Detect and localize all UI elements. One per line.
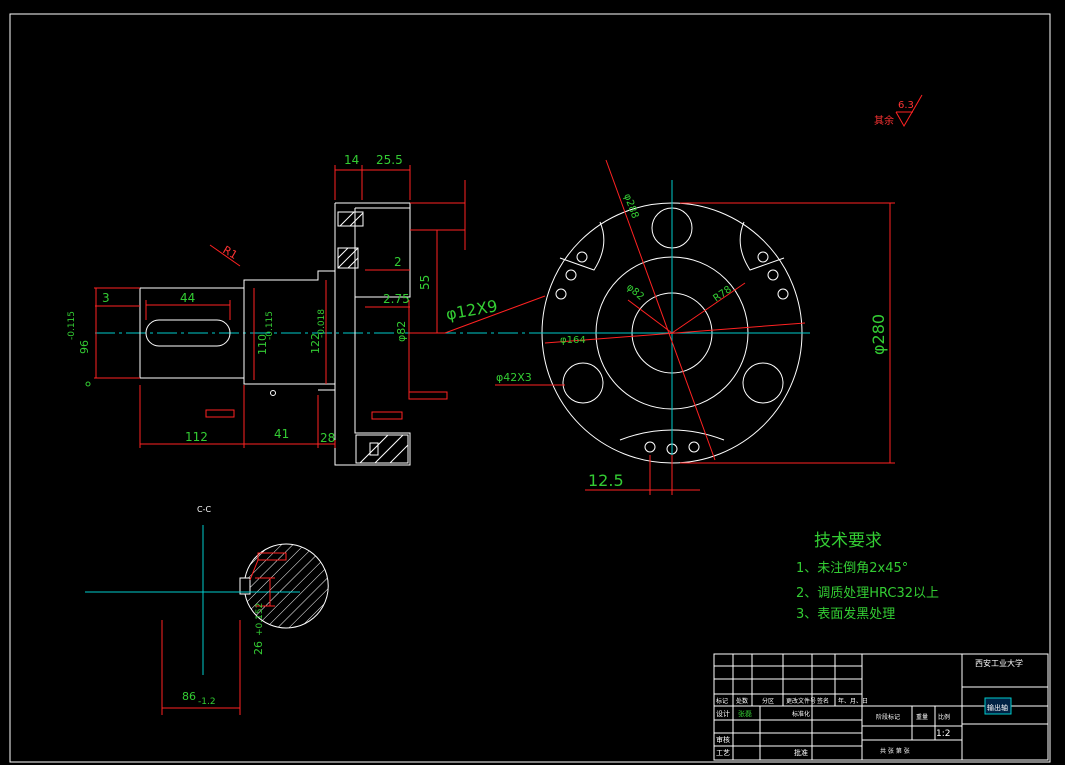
dim-phi-280: φ280	[869, 314, 888, 355]
dim-phi-82-face: φ82	[624, 282, 646, 303]
roughness-note: 其余	[874, 114, 894, 127]
title-block-text: 标记 处数 分区 更改文件号 签名 年、月、日 设计 张磊 标准化 审核 工艺 …	[716, 658, 1023, 757]
dim-dia-82-side: φ82	[395, 321, 408, 342]
section-width: 86	[182, 690, 196, 703]
tb-sheets: 共 张 第 张	[880, 747, 910, 755]
shaft-side-view	[85, 202, 545, 466]
dim-41: 41	[274, 427, 289, 441]
tb-label-sign: 签名	[817, 697, 829, 705]
tb-design: 设计	[716, 709, 730, 718]
section-height-tol: +0.152	[255, 603, 265, 636]
dim-2: 2	[394, 255, 402, 269]
title-block	[713, 653, 1049, 761]
section-cc	[85, 525, 329, 715]
section-height: 26	[252, 641, 265, 655]
dim-2-75: 2.75	[383, 292, 410, 306]
tb-designer: 张磊	[738, 709, 752, 718]
roughness-value: 6.3	[898, 100, 914, 111]
tech-req-item-3: 3、表面发黑处理	[796, 606, 895, 622]
dim-dia-96: 96	[78, 340, 91, 354]
dim-14: 14	[344, 153, 359, 167]
radius-r1: R1	[221, 243, 240, 262]
dim-phi-164: φ164	[560, 335, 586, 346]
tb-school: 西安工业大学	[975, 658, 1023, 668]
face-dimension-texts: φ12X9 φ42X3 φ164 φ82 R78 φ288 φ280 12.5	[444, 192, 888, 490]
tb-weight: 重量	[916, 713, 928, 721]
tb-standard: 标准化	[792, 710, 810, 718]
tb-label-change: 更改文件号	[786, 697, 816, 705]
dim-r78: R78	[711, 284, 733, 304]
dim-55: 55	[418, 275, 432, 290]
dim-phi-42x3: φ42X3	[496, 371, 532, 384]
face-centerlines	[530, 180, 810, 485]
dim-phi-12x9: φ12X9	[444, 296, 499, 324]
tech-req-title: 技术要求	[814, 531, 882, 551]
sheet-border	[9, 13, 1051, 763]
tech-req-item-1: 1、未注倒角2x45°	[796, 561, 908, 576]
tol-dia-96: -0.115	[67, 311, 77, 340]
tb-stage: 阶段标记	[876, 713, 900, 721]
tech-req-item-2: 2、调质处理HRC32以上	[796, 586, 939, 601]
dim-dia-122: 122	[309, 333, 322, 354]
dim-phi-288: φ288	[621, 192, 640, 220]
tb-label-count: 处数	[736, 697, 748, 705]
section-width-tol: -1.2	[198, 697, 216, 707]
dim-12-5: 12.5	[588, 471, 624, 490]
dim-44: 44	[180, 291, 195, 305]
dim-25-5: 25.5	[376, 153, 403, 167]
dim-28: 28	[320, 431, 335, 445]
face-dimension-lines	[444, 159, 895, 495]
dim-112: 112	[185, 430, 208, 444]
side-dimension-lines	[94, 165, 466, 448]
tol-dia-110: -0.115	[265, 311, 275, 340]
tb-label-mark: 标记	[716, 697, 728, 705]
tb-approve: 批准	[794, 748, 808, 757]
tb-scale-value: 1:2	[936, 729, 950, 739]
tb-label-zone: 分区	[762, 697, 774, 705]
tb-scale: 比例	[938, 713, 950, 721]
dim-3: 3	[102, 291, 110, 305]
tb-label-date: 年、月、日	[838, 697, 868, 705]
tol-dia-122: -0.018	[317, 309, 327, 338]
tb-part-name: 输出轴	[987, 703, 1008, 712]
section-label: C-C	[197, 505, 211, 514]
side-dimension-texts: 14 25.5 2 55 2.75 3 44 112 41 28 96 -0.1…	[67, 153, 432, 445]
tb-process: 工艺	[716, 749, 730, 757]
roughness-symbol	[895, 94, 923, 128]
dim-dia-110: 110	[256, 334, 269, 355]
tb-review: 审核	[716, 735, 730, 744]
